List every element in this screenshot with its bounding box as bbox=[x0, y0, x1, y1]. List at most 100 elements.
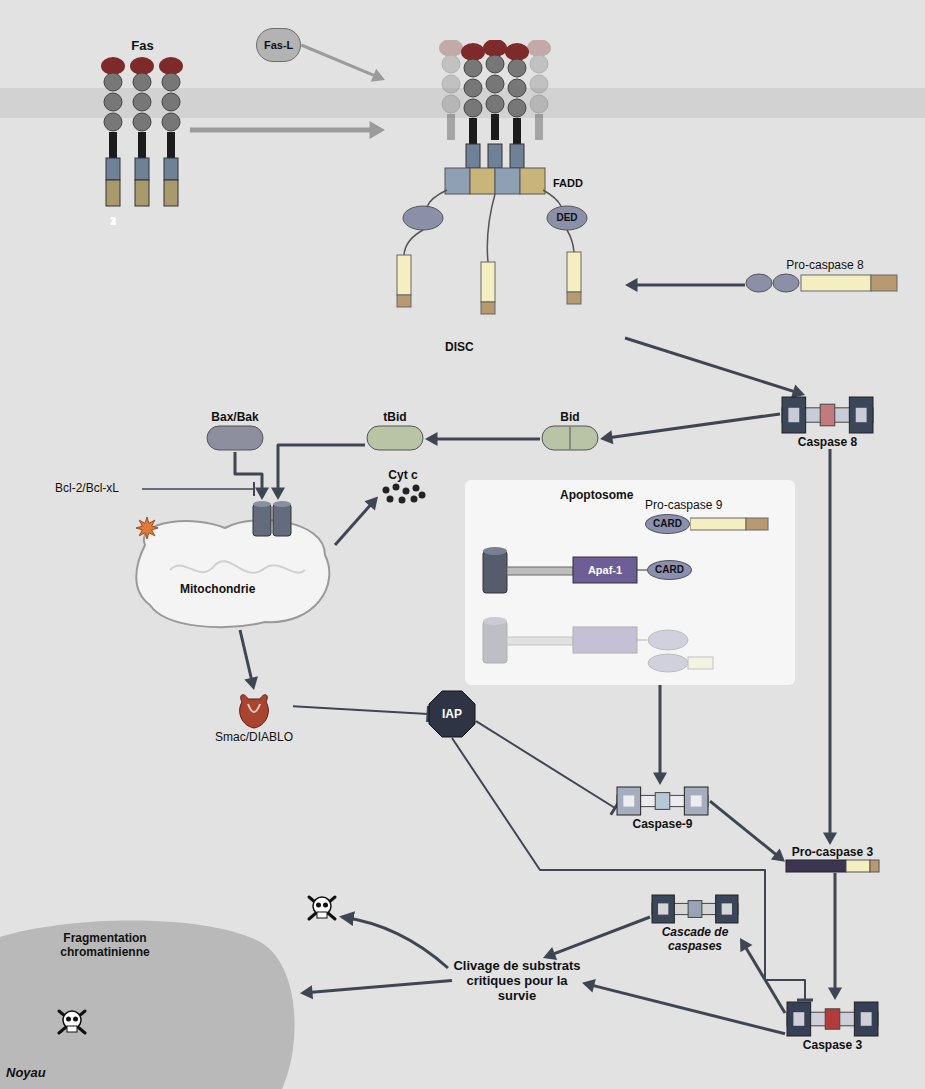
shape-part bbox=[870, 860, 879, 872]
shape-part bbox=[691, 795, 702, 806]
procaspase-box: Pro-caspase 3 bbox=[785, 845, 880, 873]
shape-part bbox=[104, 93, 122, 111]
skull-eye bbox=[316, 903, 321, 908]
shape-part bbox=[488, 144, 502, 168]
shape-part bbox=[483, 617, 507, 625]
inhibition-bar bbox=[253, 482, 255, 496]
shape-part bbox=[510, 144, 524, 168]
pathway-line bbox=[834, 873, 837, 991]
shape-part bbox=[138, 132, 146, 158]
shape-part bbox=[570, 427, 571, 449]
shape-part bbox=[782, 397, 806, 433]
fas-receptor-art bbox=[95, 54, 190, 214]
shape-part bbox=[159, 57, 183, 75]
shape-part bbox=[527, 40, 551, 57]
pathway-line bbox=[829, 449, 832, 836]
nucleus-art bbox=[0, 915, 300, 1089]
bid-art bbox=[540, 424, 600, 452]
shape-part bbox=[397, 255, 411, 295]
apaf-unit bbox=[483, 617, 647, 663]
shape-part bbox=[567, 230, 574, 252]
pathway-arrow bbox=[235, 452, 269, 500]
shape-part bbox=[543, 190, 561, 206]
protein-label: Bcl-2/Bcl-xL bbox=[55, 481, 119, 495]
shape-part bbox=[59, 1011, 85, 1033]
skull-bone bbox=[309, 897, 335, 919]
shape-part bbox=[253, 501, 271, 507]
shape-part bbox=[133, 73, 151, 91]
shape-part bbox=[273, 504, 291, 536]
caspase-box: Caspase 8 bbox=[780, 395, 875, 449]
skull-jaw bbox=[317, 912, 327, 918]
shape-part bbox=[170, 561, 305, 573]
shape-part bbox=[135, 158, 149, 180]
shape-part bbox=[419, 492, 426, 499]
shape-part bbox=[849, 397, 873, 433]
protein-label: tBid bbox=[365, 410, 425, 424]
fas-receptor bbox=[505, 43, 529, 144]
shape-part bbox=[136, 520, 329, 627]
caspase-art bbox=[615, 785, 710, 817]
shape-part bbox=[861, 1012, 872, 1026]
procaspase-9-row: CARD bbox=[645, 514, 770, 534]
skull-eye bbox=[323, 903, 328, 908]
shape-part bbox=[66, 1017, 71, 1022]
shape-part bbox=[162, 113, 180, 131]
protein-label: Apaf-1 bbox=[573, 563, 637, 577]
shape-part bbox=[483, 40, 507, 57]
shape-part bbox=[483, 547, 507, 555]
shape-part bbox=[248, 704, 260, 712]
apoptosome-region: ApoptosomePro-caspase 9CARDApaf-1CARD bbox=[465, 480, 795, 685]
shape-part bbox=[871, 275, 897, 291]
protein-label: CARD bbox=[647, 560, 692, 580]
pathway-arrow bbox=[710, 801, 785, 862]
shape-part bbox=[825, 1009, 840, 1029]
pathway-arrow bbox=[240, 630, 258, 690]
cytochrome-dots bbox=[378, 482, 428, 506]
shape-part bbox=[104, 113, 122, 131]
protein-box: tBid bbox=[365, 410, 425, 452]
shape-part bbox=[530, 55, 548, 73]
fas-receptor bbox=[439, 40, 463, 140]
protein-label: Cascade de caspases bbox=[650, 925, 740, 953]
protein-label: CARD bbox=[645, 514, 690, 534]
shape-part bbox=[162, 73, 180, 91]
shape-part bbox=[104, 73, 122, 91]
fas-receptor bbox=[101, 57, 125, 158]
protein-label: DED bbox=[549, 211, 585, 225]
shape-part bbox=[658, 903, 668, 914]
shape-part bbox=[133, 93, 151, 111]
shape-part bbox=[487, 194, 495, 262]
pathway-line bbox=[710, 801, 778, 856]
procaspase-3-art bbox=[785, 859, 880, 873]
mitochondrion: Mitochondrie bbox=[125, 500, 335, 630]
pathway-arrow bbox=[740, 938, 785, 1013]
shape-part bbox=[167, 132, 175, 158]
protein-label: Caspase-9 bbox=[615, 817, 710, 831]
shape-part bbox=[470, 168, 495, 194]
apaf-box: Apaf-1 CARD bbox=[475, 545, 715, 675]
caspase-art bbox=[785, 1000, 880, 1038]
protein-label: IAP bbox=[428, 690, 476, 738]
pathway-line bbox=[625, 338, 797, 392]
shape-part bbox=[854, 1002, 878, 1036]
inhibition-line bbox=[142, 488, 254, 490]
shape-part bbox=[403, 488, 410, 495]
shape-part bbox=[486, 55, 504, 73]
shape-part bbox=[573, 557, 637, 583]
shape-part bbox=[67, 1026, 77, 1032]
pathway-line bbox=[309, 981, 452, 993]
pathway-line bbox=[190, 128, 374, 133]
disc-art bbox=[385, 40, 625, 340]
shape-part bbox=[109, 132, 117, 158]
protein-label: Caspase 8 bbox=[780, 435, 875, 449]
pathway-arrow bbox=[600, 414, 780, 444]
pathway-line bbox=[434, 438, 540, 441]
caspase-box: Caspase-9 bbox=[615, 785, 710, 831]
shape-part bbox=[73, 1017, 78, 1022]
shape-part bbox=[469, 118, 477, 144]
shape-part bbox=[535, 114, 543, 140]
shape-part bbox=[486, 95, 504, 113]
shape-part bbox=[637, 640, 647, 641]
